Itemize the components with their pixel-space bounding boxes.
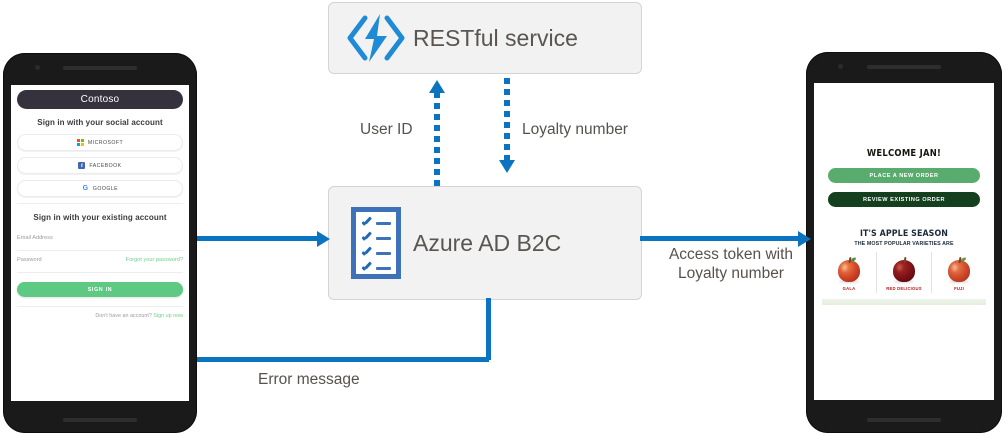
error-message-horizontal-line [197, 357, 489, 362]
review-existing-order-button[interactable]: REVIEW EXISTING ORDER [828, 192, 980, 207]
facebook-logo-icon: f [78, 162, 86, 169]
password-field-underline [17, 272, 183, 273]
social-signin-title: Sign in with your social account [37, 118, 163, 127]
welcome-heading: WELCOME JAN! [866, 148, 942, 159]
loyalty-number-label: Loyalty number [522, 121, 628, 138]
access-token-line [640, 236, 802, 241]
apple-name-label: FUJI [954, 286, 964, 291]
signin-request-line [197, 236, 319, 241]
access-token-label-line2: Loyalty number [678, 265, 784, 282]
contoso-signin-phone: Contoso Sign in with your social account… [3, 53, 197, 433]
app-home-screen: WELCOME JAN! PLACE A NEW ORDER REVIEW EX… [814, 83, 994, 400]
loyalty-number-arrowhead [499, 160, 515, 173]
apple-icon [946, 256, 972, 284]
earpiece-speaker-icon [867, 65, 941, 69]
list-item[interactable]: GALA [822, 252, 876, 293]
apple-name-label: RED DELICIOUS [886, 286, 922, 291]
access-token-label-line1: Access token with [668, 246, 794, 263]
signin-submit-button[interactable]: SIGN IN [17, 282, 183, 297]
existing-account-title: Sign in with your existing account [33, 213, 167, 222]
apple-variety-list: GALA RED DELICIOUS [822, 252, 986, 293]
signup-row: Don't have an account? Sign up now [17, 306, 183, 319]
front-camera-icon [838, 64, 843, 69]
microsoft-logo-icon [76, 139, 84, 146]
apple-promo-subtitle: THE MOST POPULAR VARIETIES ARE [854, 241, 954, 247]
signin-microsoft-button[interactable]: MICROSOFT [17, 134, 183, 151]
signin-google-button[interactable]: G GOOGLE [17, 180, 183, 197]
home-bar-icon [867, 418, 941, 422]
apple-promo-section: IT'S APPLE SEASON THE MOST POPULAR VARIE… [814, 229, 994, 305]
checklist-icon [351, 207, 401, 279]
azure-ad-b2c-node[interactable]: Azure AD B2C [328, 186, 642, 300]
password-field[interactable]: Password Forgot your password? [17, 251, 183, 273]
apple-promo-title: IT'S APPLE SEASON [860, 229, 948, 239]
signin-screen: Contoso Sign in with your social account… [11, 85, 189, 401]
azure-ad-b2c-label: Azure AD B2C [413, 229, 562, 256]
apple-name-label: GALA [842, 286, 856, 291]
contoso-app-phone: WELCOME JAN! PLACE A NEW ORDER REVIEW EX… [806, 52, 1002, 433]
access-token-arrowhead [798, 230, 811, 247]
signin-microsoft-label: MICROSOFT [87, 139, 124, 146]
list-item[interactable]: FUJI [931, 252, 986, 293]
signin-google-label: GOOGLE [92, 185, 119, 192]
restful-service-node[interactable]: RESTful service [328, 2, 642, 74]
contoso-brand-header: Contoso [17, 90, 183, 109]
earpiece-speaker-icon [63, 66, 137, 70]
signup-prompt-text: Don't have an account? [95, 313, 152, 319]
section-divider [17, 203, 183, 204]
email-field-label: Email Address [17, 235, 53, 241]
user-id-arrowhead [429, 80, 445, 93]
error-message-label: Error message [258, 371, 360, 388]
access-token-label: Access token with Loyalty number [648, 245, 814, 283]
google-logo-icon: G [82, 185, 89, 192]
azure-functions-icon [347, 12, 405, 64]
place-new-order-button[interactable]: PLACE A NEW ORDER [828, 168, 980, 183]
signup-now-link[interactable]: Sign up now [153, 313, 183, 319]
loyalty-number-dotted-line [504, 78, 510, 162]
error-message-vertical-line [486, 298, 491, 360]
email-field[interactable]: Email Address [17, 229, 183, 251]
user-id-dotted-line [434, 92, 440, 186]
apple-icon [891, 256, 917, 284]
signin-facebook-button[interactable]: f FACEBOOK [17, 157, 183, 174]
list-item[interactable]: RED DELICIOUS [876, 252, 931, 293]
signin-request-arrowhead [317, 230, 330, 247]
user-id-label: User ID [360, 121, 413, 138]
password-field-label: Password [17, 257, 42, 263]
front-camera-icon [35, 65, 40, 70]
forgot-password-link[interactable]: Forgot your password? [125, 257, 183, 263]
restful-service-label: RESTful service [413, 24, 578, 51]
signin-facebook-label: FACEBOOK [89, 162, 122, 169]
email-field-underline [17, 250, 183, 251]
apple-icon [836, 256, 862, 284]
home-bar-icon [63, 418, 137, 422]
footer-decoration [822, 299, 986, 305]
